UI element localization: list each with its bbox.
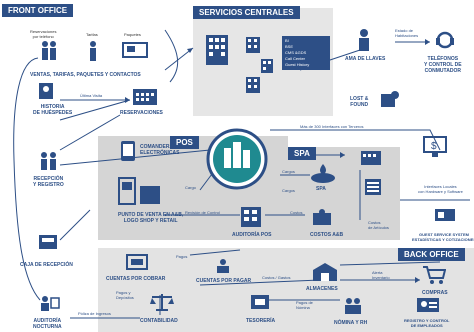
servicios-list-box <box>282 36 330 70</box>
registro-label: REGISTRO Y CONTROL DE EMPLEADOS <box>404 318 450 328</box>
hotel-tower-icon-3 <box>246 77 260 93</box>
almacenes-label: ALMACENES <box>306 286 338 292</box>
pagos-nomina-label: Pagos de Nómina <box>296 300 313 310</box>
pos-cargos-label: Cargos <box>282 188 295 193</box>
tv-icon: $ <box>423 136 447 157</box>
spa-calendar-icon <box>361 151 381 165</box>
servicio-bi: BI <box>285 38 289 43</box>
costos-label: Costos <box>290 210 303 215</box>
paquetes-label: Paquetes <box>124 32 141 37</box>
nomina-rh-icon <box>345 298 361 314</box>
pagos-depositos-label: Pagos y Depósitos <box>116 290 134 300</box>
back-office-title: BACK OFFICE <box>398 248 465 261</box>
ultima-visita-label: Última Visita <box>80 93 103 98</box>
costos-articulos-label: Costos de Artículos <box>368 220 389 230</box>
ama-de-llaves-icon <box>359 29 369 51</box>
auditoria-nocturna-label: AUDITORÍA NOCTURNA <box>33 318 62 330</box>
punto-venta-icon <box>118 177 160 205</box>
svg-text:$: $ <box>431 141 437 152</box>
reservaciones-calendar-icon <box>133 89 157 105</box>
spa-label: SPA <box>316 186 326 192</box>
compras-label: COMPRAS <box>422 290 448 296</box>
auditoria-nocturna-icon <box>41 296 60 311</box>
costos-ab-icon <box>313 209 331 225</box>
hotel-tower-icon-1 <box>246 37 260 53</box>
revision-control-label: Revisión de Control <box>185 210 220 215</box>
costos-gastos-label: Costos / Gastos <box>262 275 291 280</box>
spa-title: SPA <box>288 147 316 160</box>
almacenes-icon <box>313 263 337 281</box>
registro-empleados-icon <box>417 298 439 312</box>
punto-venta-label: PUNTO DE VENTA EN A&B, LOGO SHOP Y RETAI… <box>118 212 184 224</box>
reservaciones-label: RESERVACIONES <box>120 110 163 116</box>
ventas-label: VENTAS, TARIFAS, PAQUETES Y CONTACTOS <box>30 72 141 78</box>
interfaces-locales-label: Interfaces Locales con Hardware y Softwa… <box>418 184 463 194</box>
servicio-cms-gds: CMS &GDS <box>285 50 307 55</box>
reservaciones-telefono-label: Reservaciones por teléfono <box>30 29 57 39</box>
headset-icon <box>436 31 454 49</box>
comanderas-label: COMANDERAS ELECTRÓNICAS <box>140 144 180 156</box>
tesoreria-icon <box>251 295 269 309</box>
estado-habitaciones-label: Estado de Habitaciones <box>395 28 419 38</box>
historia-huespedes-icon <box>39 83 53 99</box>
cargo-label: Cargo <box>185 185 196 190</box>
poliza-ingresos-label: Póliza de Ingresos <box>78 311 111 316</box>
recepcion-people-icon <box>41 152 56 170</box>
comanderas-tablet-icon <box>121 141 135 161</box>
lost-found-icon <box>381 91 399 107</box>
cuentas-cobrar-label: CUENTAS POR COBRAR <box>106 276 166 282</box>
contabilidad-scale-icon <box>150 294 174 311</box>
paquetes-monitor-icon <box>122 42 148 58</box>
mas-300-label: Más de 300 Interfaces con Terceros <box>300 124 364 129</box>
back-office-panel <box>98 248 474 332</box>
auditoria-pos-icon <box>241 207 261 227</box>
alerta-inventario-label: Alerta Inventario <box>372 270 390 280</box>
spa-cargos-label: Cargos <box>282 169 295 174</box>
spa-list-icon <box>365 179 381 195</box>
ama-de-llaves-label: AMA DE LLAVES <box>345 56 386 62</box>
pagos-label: Pagos <box>176 254 188 259</box>
servicios-centrales-title: SERVICIOS CENTRALES <box>193 6 300 19</box>
telefonos-label: TELÉFONOS Y CONTROL DE CONMUTADOR <box>424 56 462 74</box>
cuentas-pagar-icon <box>217 259 229 273</box>
spa-panel <box>288 147 400 240</box>
caja-label: CAJA DE RECEPCIÓN <box>20 262 73 268</box>
tarifas-person-icon <box>90 41 96 61</box>
hotel-tower-icon-2 <box>261 59 273 73</box>
cuentas-cobrar-icon <box>126 254 148 270</box>
auditoria-pos-label: AUDITORÍA POS <box>232 232 272 238</box>
servicio-bse: BSE <box>285 44 294 49</box>
reservaciones-telefono-icon <box>42 41 56 60</box>
tarifas-label: Tarifas <box>86 32 98 37</box>
cuentas-pagar-label: CUENTAS POR PAGAR <box>196 278 252 284</box>
costos-ab-label: COSTOS A&B <box>310 232 344 238</box>
building-icon <box>206 35 228 65</box>
servicio-guest-history: Guest History <box>285 62 310 67</box>
contabilidad-label: CONTABILIDAD <box>140 318 178 324</box>
spa-icon <box>311 164 335 183</box>
compras-icon <box>423 266 446 284</box>
pos-title: POS <box>170 136 199 149</box>
historia-label: HISTORIA DE HUÉSPEDES <box>33 104 73 116</box>
tesoreria-label: TESORERÍA <box>246 318 276 324</box>
caja-recepcion-icon <box>39 235 57 249</box>
front-office-title: FRONT OFFICE <box>2 4 74 17</box>
lost-found-label: LOST & FOUND <box>350 96 369 108</box>
nomina-label: NÓMINA Y RH <box>334 320 368 326</box>
central-hub-icon <box>206 128 268 190</box>
servicio-call-center: Call Center <box>285 56 306 61</box>
recepcion-label: RECEPCIÓN Y REGISTRO <box>33 176 64 188</box>
guest-service-icon <box>435 209 455 221</box>
guest-service-label: GUEST SERVICE SYSTEM ESTADÍSTICAS Y COTI… <box>412 232 474 242</box>
